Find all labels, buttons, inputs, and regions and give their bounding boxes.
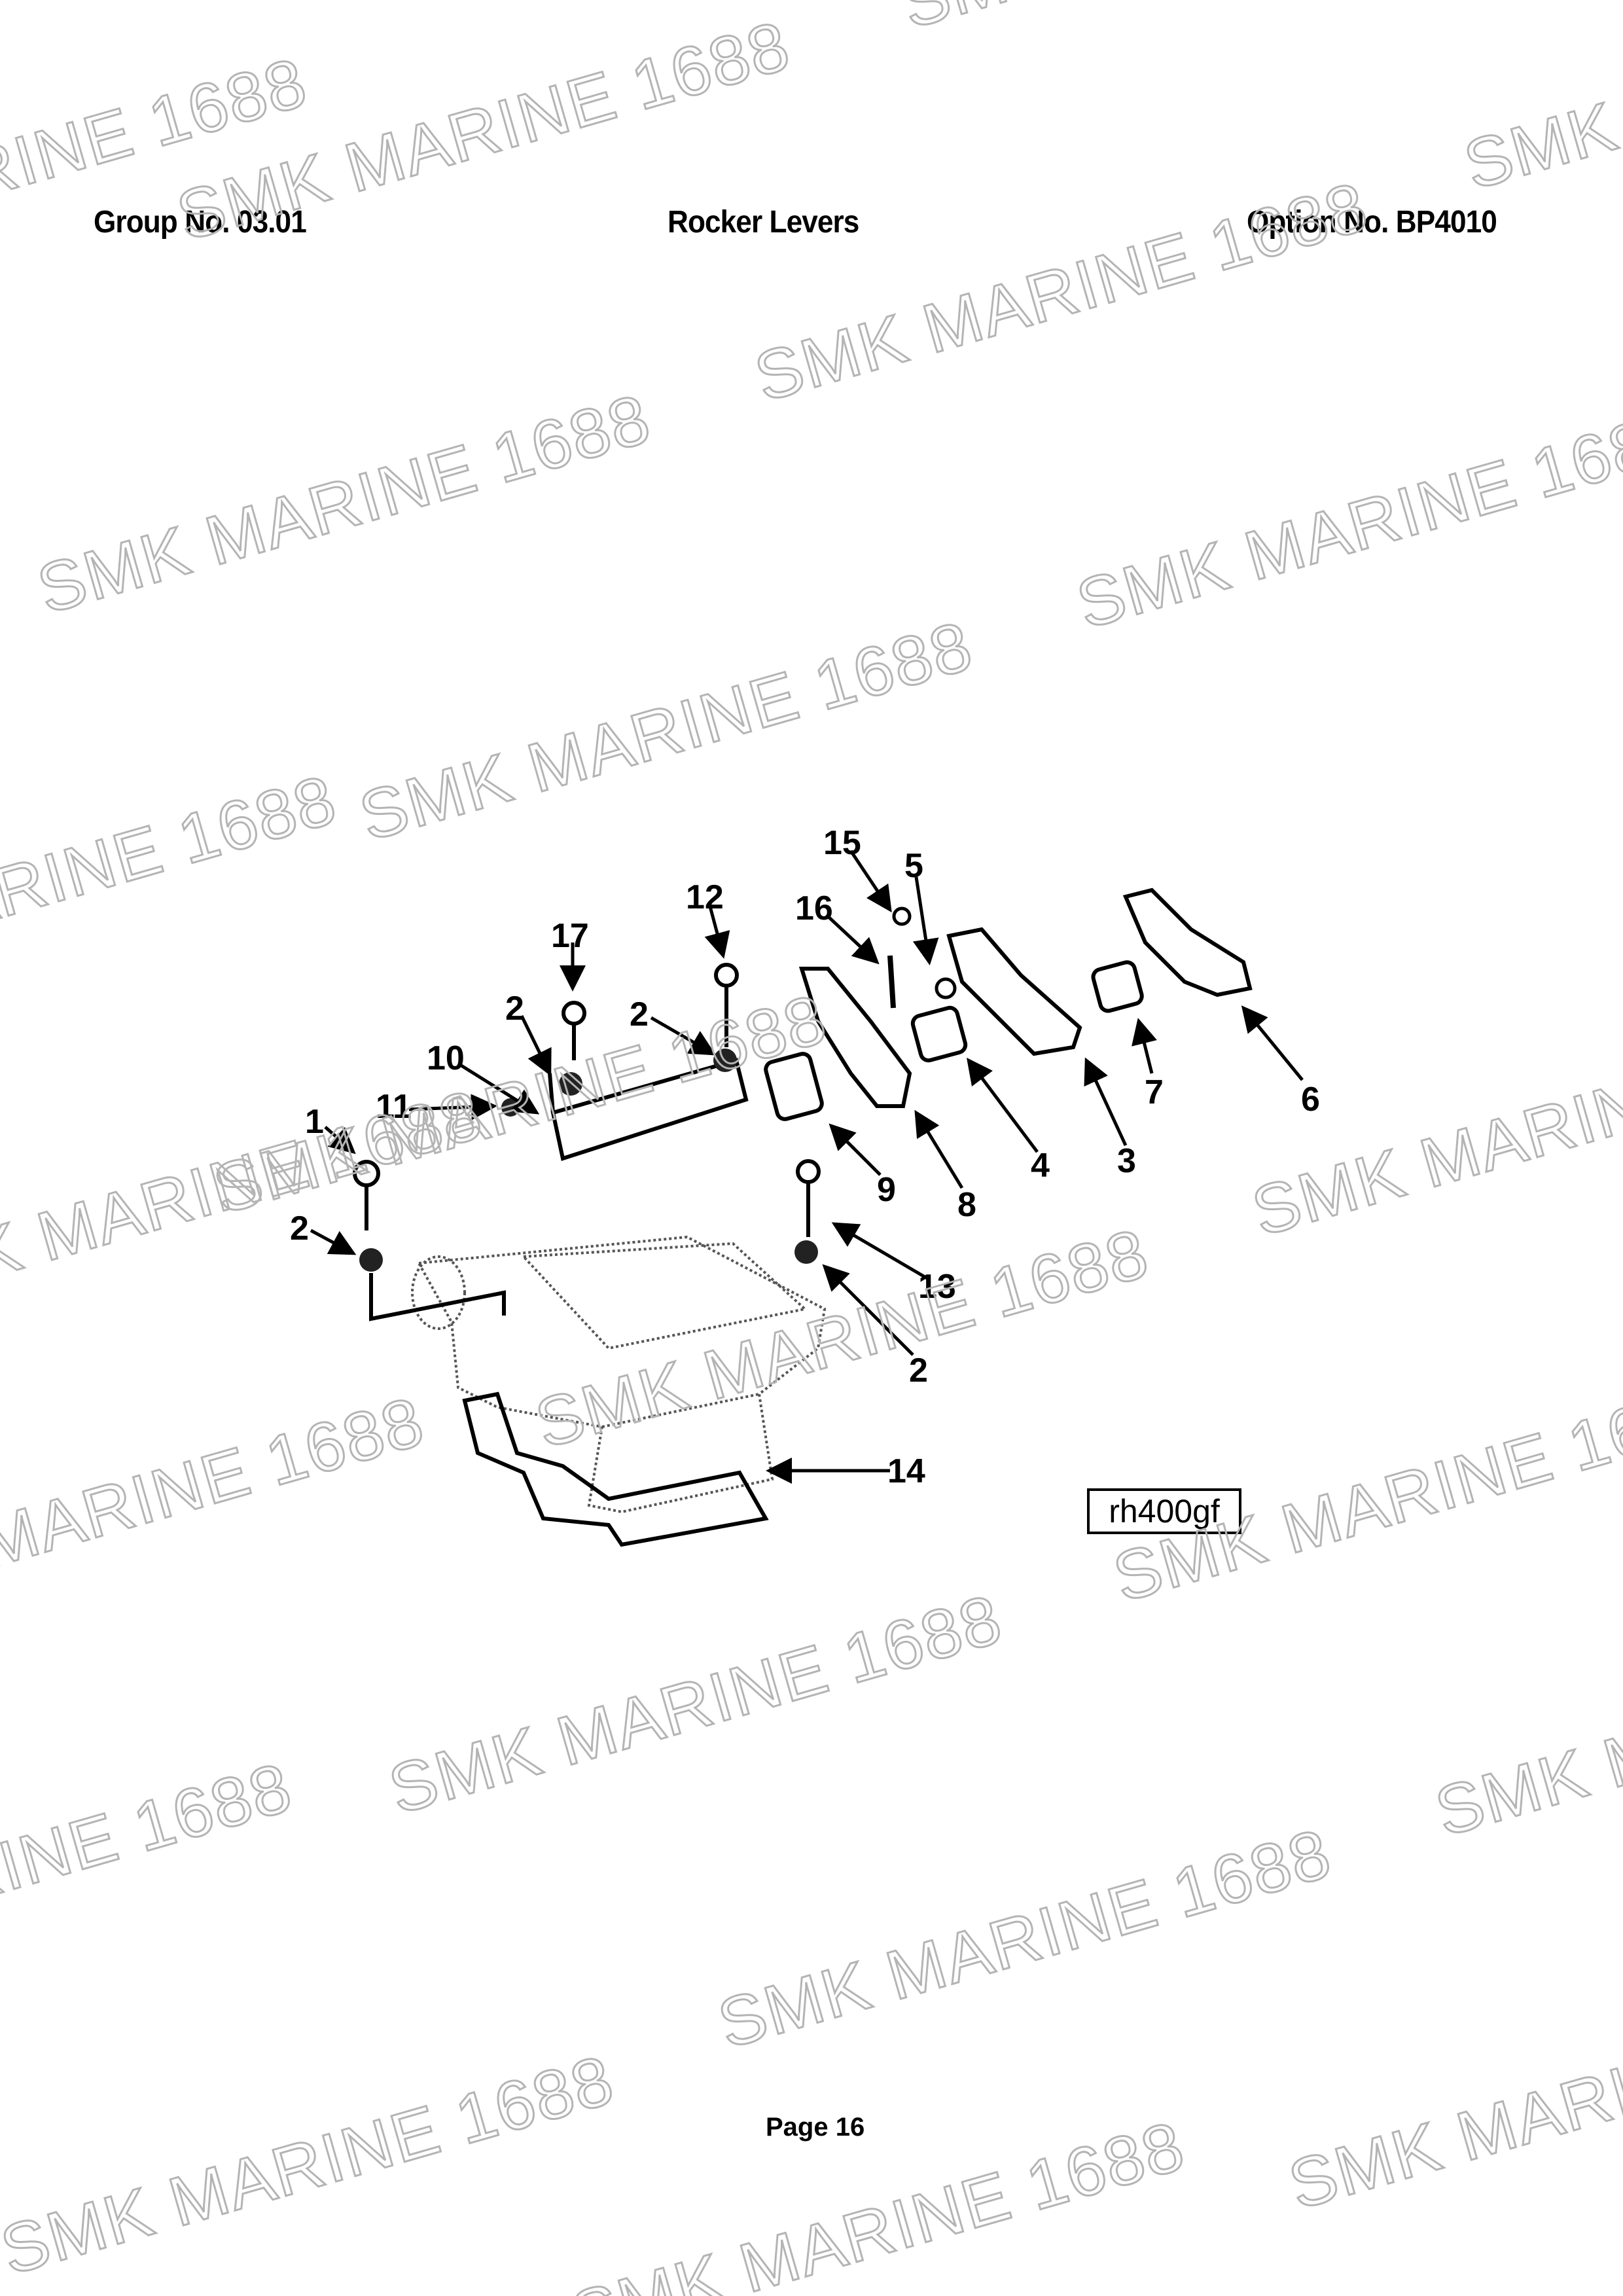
leader-arrows: [310, 850, 1304, 1484]
page-title: Rocker Levers: [668, 205, 859, 240]
bushing-9: [764, 1052, 824, 1121]
watermark-text: SMK MARINE 1688: [1426, 1601, 1623, 1852]
watermark-text: SMK MARINE 1688: [1104, 1367, 1623, 1617]
callout-4: 4: [1031, 1147, 1050, 1185]
nut-15: [892, 906, 912, 926]
bushing-7: [1091, 960, 1144, 1013]
callout-10: 10: [427, 1039, 465, 1077]
watermark-text: SMK MARINE 1688: [168, 6, 799, 257]
watermark-text: SMK MARINE 1688: [0, 1748, 302, 1998]
group-number: Group No. 03.01: [94, 205, 307, 240]
bushing-4: [910, 1005, 968, 1063]
rocker-shaft-bracket: [548, 1058, 749, 1161]
rocker-lever-8: [798, 967, 912, 1108]
callout-16: 16: [795, 889, 833, 927]
cylinder-head: [411, 1235, 827, 1514]
watermark-text: SMK MARINE 1688: [709, 1813, 1340, 2064]
callout-15: 15: [823, 824, 861, 862]
watermark-text: SMK MARINE 1688: [563, 2106, 1194, 2296]
callout-9: 9: [877, 1171, 896, 1209]
watermark-text: SMK MARINE 1688: [29, 379, 660, 630]
rocker-lever-6: [1122, 888, 1253, 997]
callout-5: 5: [904, 847, 923, 885]
callout-3: 3: [1117, 1142, 1136, 1180]
plug-5: [935, 977, 957, 999]
callout-1: 1: [305, 1103, 324, 1141]
page-number: Page 16: [766, 2113, 865, 2142]
watermark-text: SMK MARINE 1688: [526, 1213, 1158, 1464]
watermark-text: SMK MARINE 1688: [892, 0, 1524, 45]
callout-2: 2: [290, 1210, 309, 1247]
watermark-text: SMK MARINE 1688: [0, 1074, 491, 1325]
bolt-17: [562, 1001, 586, 1060]
callout-2: 2: [505, 990, 524, 1028]
watermark-text: SMK MARINE 1688: [0, 1382, 433, 1632]
watermark-text: SMK MARINE 1688: [1067, 394, 1623, 645]
gasket: [462, 1391, 769, 1547]
bolt-1: [353, 1160, 380, 1230]
washer-2c: [713, 1049, 737, 1072]
watermark-text: SMK MARINE 1688: [351, 606, 982, 857]
callout-13: 13: [918, 1268, 956, 1306]
watermark-text: SMK MARINE 1688: [0, 760, 346, 1011]
watermark-text: SMK MARINE 1688: [380, 1579, 1011, 1830]
watermark-text: SMK MARINE 1688: [745, 167, 1377, 418]
washer-2d: [794, 1240, 818, 1264]
option-number: Option No. BP4010: [1247, 205, 1497, 240]
watermark-text: SMK MARINE 1688: [204, 979, 836, 1230]
callout-14: 14: [887, 1452, 925, 1490]
watermark-text: SMK MARINE 1688: [1455, 0, 1623, 206]
diagram-reference-code: rh400gf: [1087, 1488, 1241, 1534]
callout-2: 2: [630, 996, 649, 1033]
watermark-text: SMK MARINE 1688: [0, 2040, 624, 2291]
watermark-text: SMK MARINE 1688: [0, 43, 316, 293]
callout-12: 12: [686, 878, 724, 916]
rocker-lever-3: [946, 927, 1082, 1056]
locating-line: [369, 1273, 506, 1321]
callout-6: 6: [1301, 1081, 1320, 1119]
bolt-12: [714, 963, 739, 1047]
bolt-13: [796, 1159, 821, 1237]
adjusting-screw-16: [887, 955, 896, 1009]
watermark-text: SMK MARINE 1688: [1243, 1001, 1623, 1251]
callout-2: 2: [909, 1352, 928, 1390]
callout-11: 11: [376, 1088, 412, 1126]
callout-17: 17: [551, 917, 589, 955]
callout-8: 8: [957, 1186, 976, 1224]
callout-7: 7: [1145, 1073, 1164, 1111]
washer-2a: [359, 1248, 383, 1272]
washer-2b: [559, 1072, 582, 1096]
watermark-text: SMK MARINE 1688: [1279, 1974, 1623, 2225]
